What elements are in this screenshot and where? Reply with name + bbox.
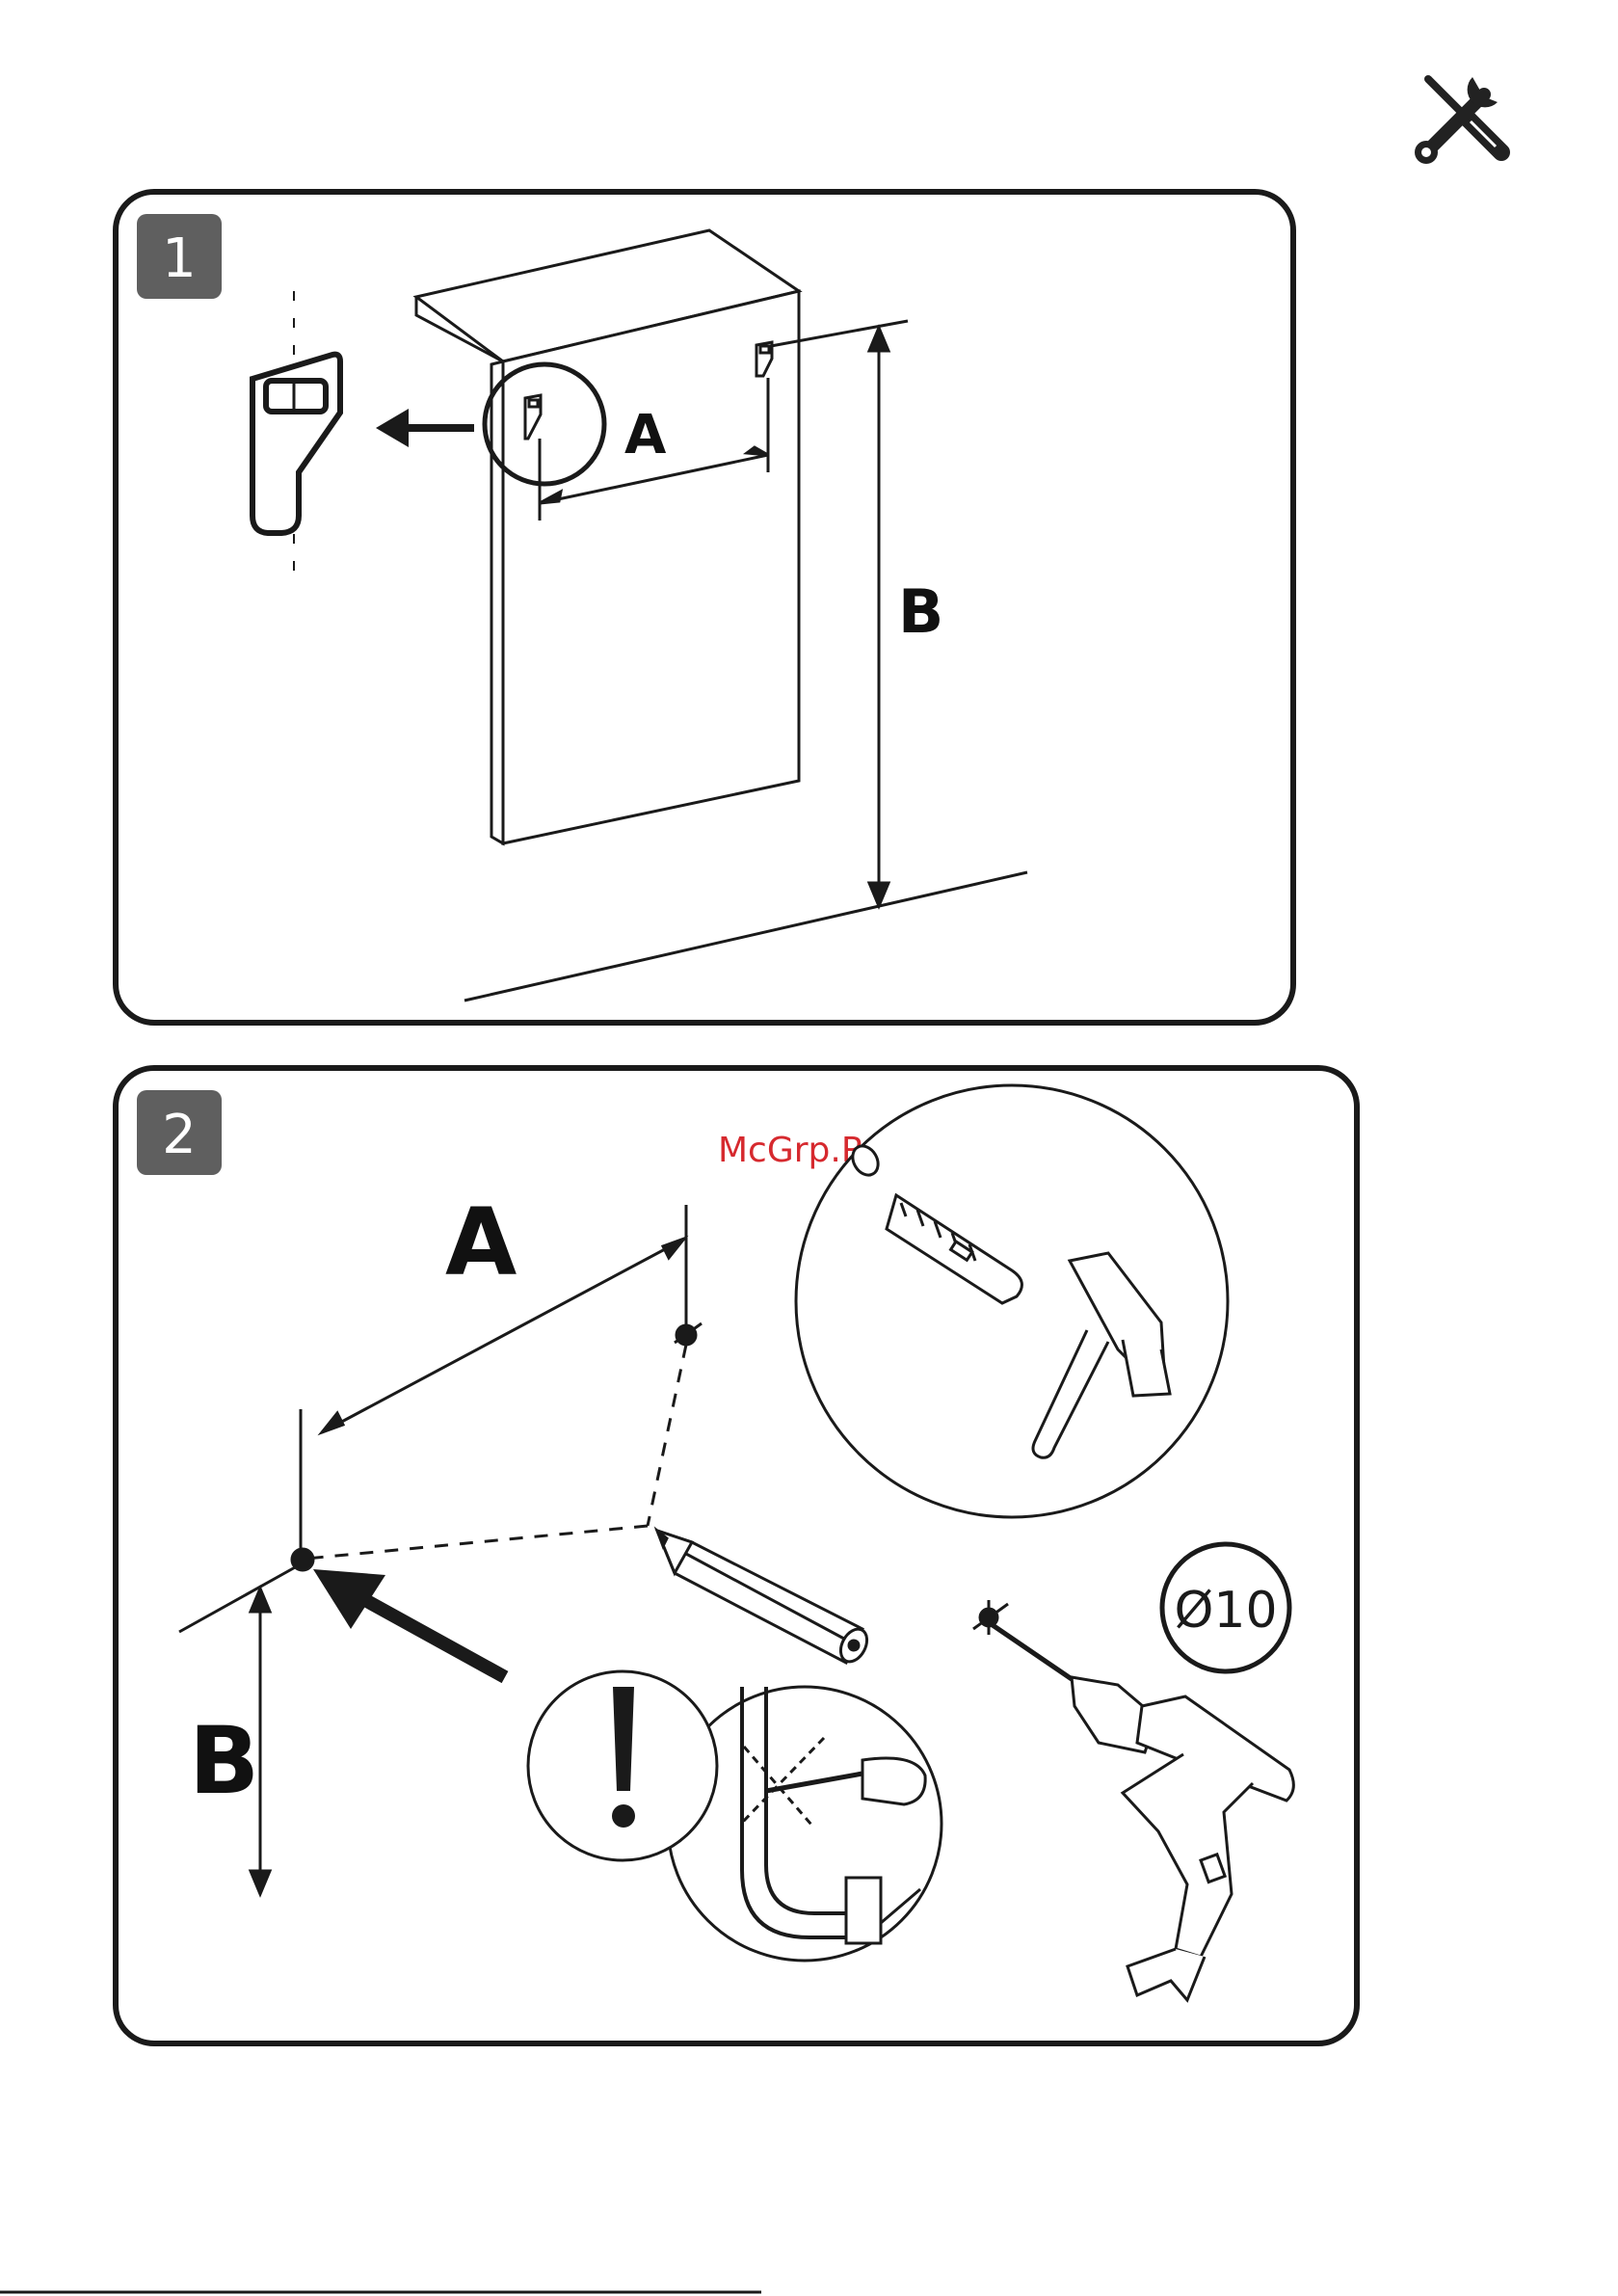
step-1-badge: 1 <box>137 214 222 299</box>
dowel-hammer-detail <box>796 1085 1228 1517</box>
label-b-step1: B <box>898 576 943 647</box>
step-2-panel: 2 A B <box>116 1068 1357 2043</box>
step-1-panel: 1 A <box>116 192 1293 1023</box>
tools-icon <box>1415 77 1501 164</box>
step-1-number: 1 <box>162 227 197 290</box>
step-2-number: 2 <box>162 1104 197 1166</box>
diameter-badge: Ø10 <box>1162 1544 1289 1671</box>
step-2-badge: 2 <box>137 1090 222 1175</box>
label-a-step2: A <box>445 1188 517 1296</box>
label-b-step2: B <box>189 1707 259 1815</box>
diameter-label: Ø10 <box>1174 1582 1277 1640</box>
label-a-step1: A <box>624 404 667 467</box>
